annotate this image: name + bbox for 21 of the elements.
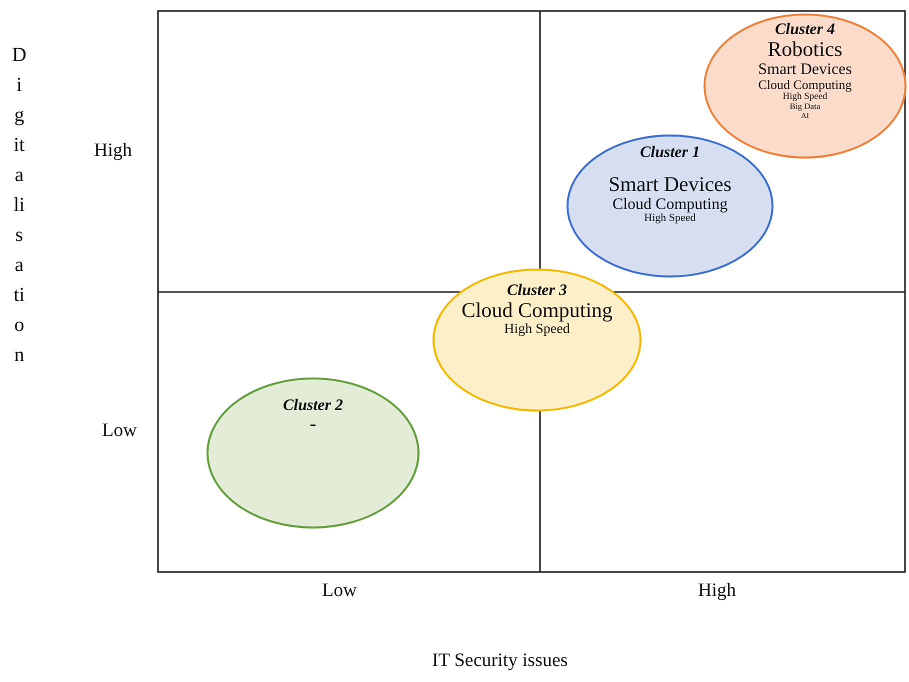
cluster-item: Big Data <box>790 102 820 112</box>
axis-tick-label: Low <box>322 580 357 602</box>
cluster-item: High Speed <box>504 322 570 338</box>
cluster-title: Cluster 3 <box>506 282 567 300</box>
axis-tick-label: High <box>698 580 736 602</box>
cluster-item: Cloud Computing <box>461 299 613 322</box>
axis-title: IT Security issues <box>432 650 568 672</box>
cluster-title: Cluster 4 <box>774 21 835 38</box>
cluster-item: Cloud Computing <box>612 196 728 213</box>
cluster-title: Cluster 1 <box>640 144 700 162</box>
cluster-item: Robotics <box>768 38 842 61</box>
cluster-title: Cluster 2 <box>282 397 343 414</box>
axis-tick-label: Low <box>102 420 137 442</box>
cluster-item: Smart Devices <box>758 60 852 78</box>
cluster-item: - <box>310 414 316 436</box>
axis-title: Digitalisation <box>12 43 26 368</box>
cluster-item: High Speed <box>782 92 828 102</box>
cluster-item: Smart Devices <box>608 173 732 196</box>
axis-tick-label: High <box>94 140 132 162</box>
cluster-item: High Speed <box>644 213 696 226</box>
cluster-item: Cloud Computing <box>758 78 852 92</box>
